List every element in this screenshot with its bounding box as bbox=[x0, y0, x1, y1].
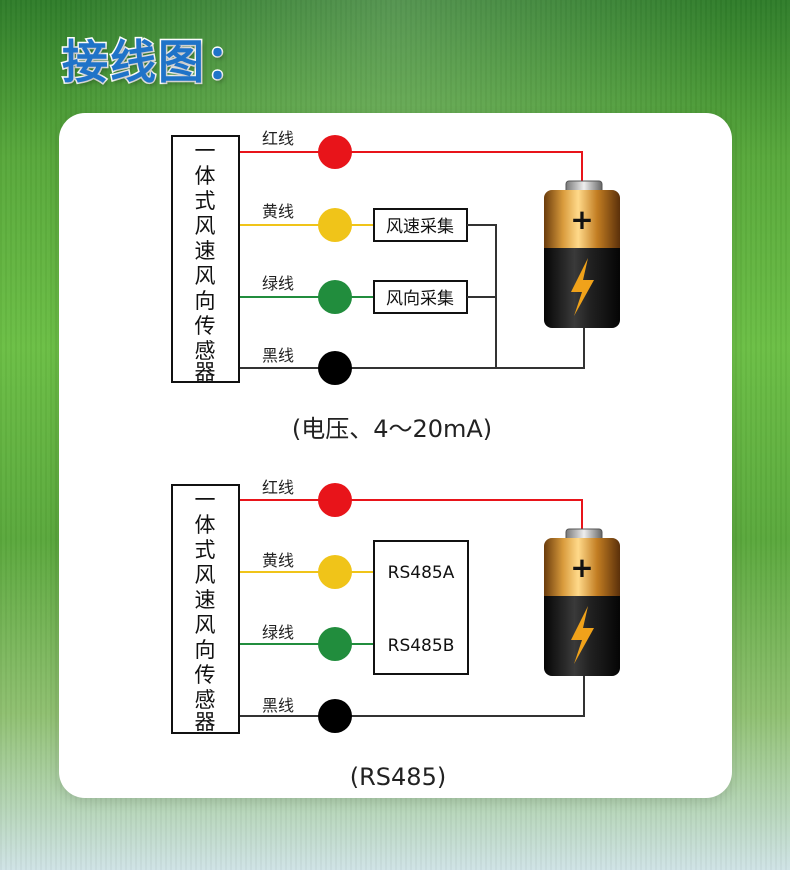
sensor-box bbox=[171, 484, 240, 734]
sensor-box bbox=[171, 135, 240, 383]
sensor-char: 风 bbox=[195, 264, 216, 288]
sensor-char: 速 bbox=[195, 588, 216, 612]
sensor-char: 风 bbox=[195, 214, 216, 238]
sensor-label: 一 体 式 风 速 风 向 传 感 器 bbox=[195, 139, 216, 384]
wire-label-black: 黑线 bbox=[262, 696, 294, 715]
wire-label-yellow: 黄线 bbox=[262, 551, 294, 570]
svg-text:+: + bbox=[570, 551, 593, 584]
wire-red bbox=[240, 499, 583, 534]
box-label-rs485b: RS485B bbox=[388, 636, 455, 656]
sensor-char: 器 bbox=[195, 710, 216, 734]
wire-label-red: 红线 bbox=[262, 478, 294, 497]
wire-label-red: 红线 bbox=[262, 129, 294, 148]
diagram-caption: (RS485) bbox=[350, 763, 446, 791]
diagram-rs485: 一 体 式 风 速 风 向 传 感 器 红线 黄线 绿线 黑线 RS485A R… bbox=[171, 478, 620, 791]
wire-black bbox=[240, 676, 585, 717]
box-label: 风向采集 bbox=[386, 289, 454, 309]
sensor-char: 一 bbox=[195, 139, 216, 163]
sensor-char: 速 bbox=[195, 239, 216, 263]
sensor-char: 向 bbox=[195, 289, 216, 313]
diagram-analog: 一 体 式 风 速 风 向 传 感 器 红线 黄线 绿线 黑线 风速采集 bbox=[171, 129, 620, 443]
sensor-label: 一 体 式 风 速 风 向 传 感 器 bbox=[195, 488, 216, 734]
wire-label-black: 黑线 bbox=[262, 346, 294, 365]
sensor-char: 风 bbox=[195, 613, 216, 637]
svg-text:+: + bbox=[570, 203, 593, 236]
sensor-char: 体 bbox=[195, 513, 216, 537]
wire-black bbox=[240, 328, 585, 369]
terminal-yellow bbox=[318, 208, 352, 242]
battery-icon: + bbox=[544, 180, 620, 328]
diagram-caption: (电压、4～20mA) bbox=[292, 415, 492, 443]
wire-label-yellow: 黄线 bbox=[262, 202, 294, 221]
sensor-char: 体 bbox=[195, 164, 216, 188]
terminal-green bbox=[318, 627, 352, 661]
sensor-char: 器 bbox=[195, 360, 216, 384]
sensor-char: 传 bbox=[195, 314, 216, 338]
terminal-red bbox=[318, 135, 352, 169]
terminal-black bbox=[318, 351, 352, 385]
box-label-rs485a: RS485A bbox=[388, 563, 455, 583]
sensor-char: 式 bbox=[195, 538, 216, 562]
wire-label-green: 绿线 bbox=[262, 623, 294, 642]
wire-red bbox=[240, 151, 583, 186]
sensor-char: 式 bbox=[195, 189, 216, 213]
sensor-char: 向 bbox=[195, 638, 216, 662]
return-wire bbox=[467, 224, 497, 368]
sensor-char: 风 bbox=[195, 563, 216, 587]
sensor-char: 感 bbox=[195, 339, 216, 363]
sensor-char: 一 bbox=[195, 488, 216, 512]
terminal-red bbox=[318, 483, 352, 517]
page-title: 接线图： bbox=[61, 34, 254, 91]
rs485-module-box bbox=[373, 540, 469, 675]
terminal-black bbox=[318, 699, 352, 733]
wind-direction-acquisition-box bbox=[373, 280, 468, 314]
wire-label-green: 绿线 bbox=[262, 274, 294, 293]
sensor-char: 传 bbox=[195, 663, 216, 687]
terminal-yellow bbox=[318, 555, 352, 589]
sensor-char: 感 bbox=[195, 688, 216, 712]
battery-icon: + bbox=[544, 528, 620, 676]
terminal-green bbox=[318, 280, 352, 314]
box-label: 风速采集 bbox=[386, 217, 454, 237]
